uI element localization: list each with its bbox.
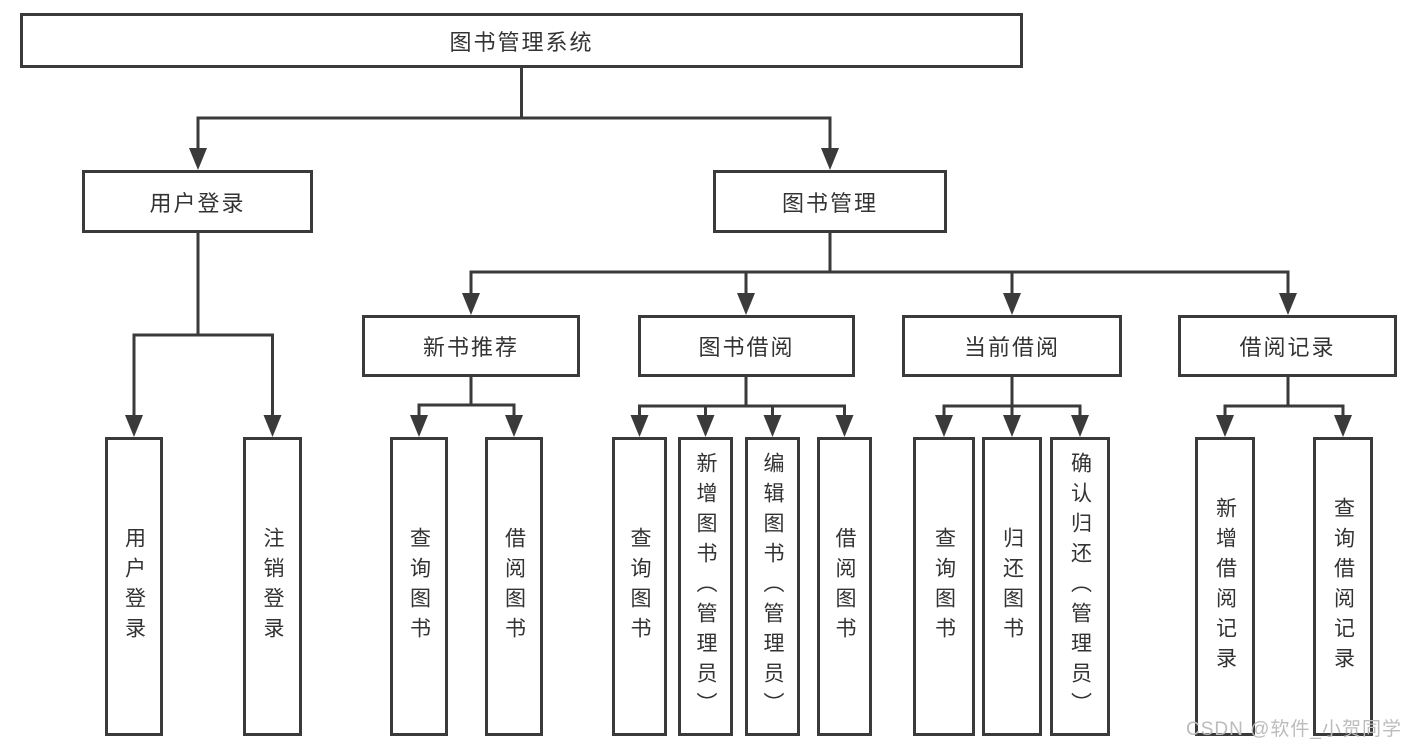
leaf-logout: 注销登录	[243, 437, 302, 736]
leaf-borrow-books: 借阅图书	[817, 437, 872, 736]
leaf-query-books-recommend-label: 查询图书	[407, 526, 431, 647]
leaf-edit-books-admin-label: 编辑图书（管理员）	[761, 451, 784, 722]
node-borrowing-records: 借阅记录	[1178, 315, 1397, 377]
leaf-borrow-books-recommend: 借阅图书	[485, 437, 543, 736]
leaf-add-borrow-record: 新增借阅记录	[1195, 437, 1255, 736]
leaf-query-borrow-record: 查询借阅记录	[1313, 437, 1373, 736]
node-current-borrowing-label: 当前借阅	[963, 335, 1060, 360]
node-current-borrowing: 当前借阅	[902, 315, 1122, 377]
leaf-return-books-label: 归还图书	[1000, 526, 1024, 647]
leaf-borrow-books-recommend-label: 借阅图书	[502, 526, 526, 647]
node-borrowing-records-label: 借阅记录	[1239, 335, 1336, 360]
leaf-return-books: 归还图书	[982, 437, 1042, 736]
leaf-query-books-current: 查询图书	[913, 437, 975, 736]
node-book-borrowing: 图书借阅	[638, 315, 855, 377]
csdn-watermark: CSDN @软件_小贺同学	[1186, 719, 1402, 740]
leaf-query-books-current-label: 查询图书	[932, 526, 956, 647]
node-book-borrowing-label: 图书借阅	[698, 335, 795, 360]
leaf-edit-books-admin: 编辑图书（管理员）	[745, 437, 800, 736]
node-library-management-system: 图书管理系统	[20, 13, 1023, 68]
leaf-user-login-label: 用户登录	[122, 526, 146, 647]
node-library-management-system-label: 图书管理系统	[449, 29, 594, 55]
leaf-query-books-borrow-label: 查询图书	[628, 526, 651, 647]
leaf-query-books-borrow: 查询图书	[612, 437, 667, 736]
node-user-login-label: 用户登录	[149, 190, 246, 216]
leaf-query-books-recommend: 查询图书	[390, 437, 448, 736]
leaf-confirm-return-admin: 确认归还（管理员）	[1050, 437, 1110, 736]
leaf-user-login: 用户登录	[105, 437, 163, 736]
leaf-query-borrow-record-label: 查询借阅记录	[1331, 496, 1355, 677]
leaf-logout-label: 注销登录	[261, 526, 284, 647]
leaf-borrow-books-label: 借阅图书	[833, 526, 856, 647]
leaf-add-books-admin-label: 新增图书（管理员）	[694, 451, 717, 722]
leaf-add-borrow-record-label: 新增借阅记录	[1213, 496, 1237, 677]
leaf-add-books-admin: 新增图书（管理员）	[678, 437, 733, 736]
node-new-book-recommendation: 新书推荐	[362, 315, 580, 377]
node-book-management: 图书管理	[713, 170, 947, 233]
node-book-management-label: 图书管理	[781, 190, 878, 216]
node-new-book-recommendation-label: 新书推荐	[422, 335, 519, 360]
leaf-confirm-return-admin-label: 确认归还（管理员）	[1068, 451, 1092, 722]
node-user-login: 用户登录	[82, 170, 313, 233]
